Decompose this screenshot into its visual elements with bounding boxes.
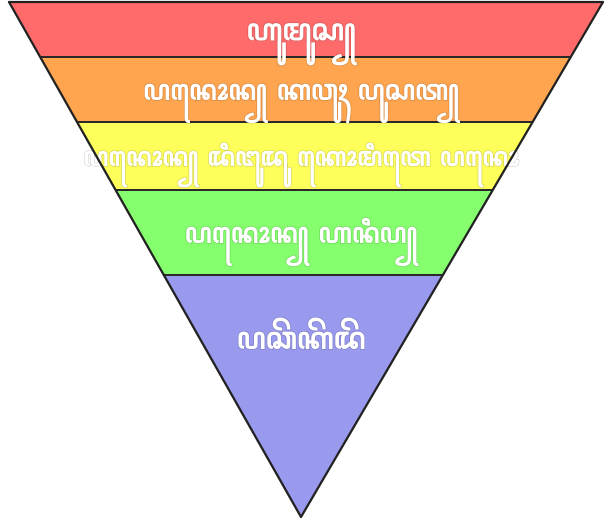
pyramid-tier-5 xyxy=(162,274,444,518)
pyramid-outline xyxy=(7,0,605,519)
pyramid-tier-label-5: ꦥꦕꦼꦏꦼꦢꦼ xyxy=(237,317,366,356)
